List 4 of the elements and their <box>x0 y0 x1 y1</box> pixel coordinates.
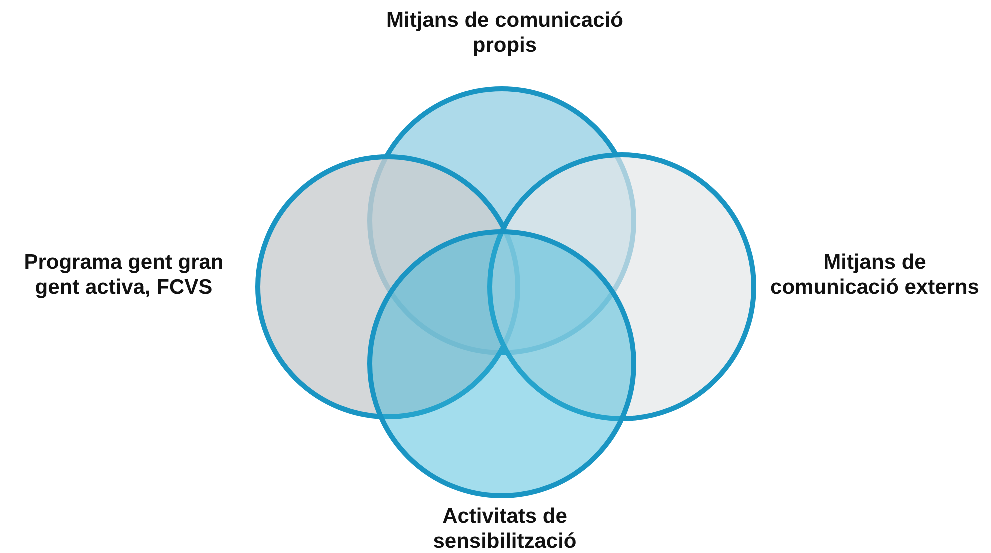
circle-label: Mitjans de comunicació propis <box>386 8 624 58</box>
circle-label: Mitjans de comunicació externs <box>770 250 980 300</box>
circle-label: Programa gent gran gent activa, FCVS <box>23 250 225 300</box>
circle-label: Activitats de sensibilització <box>432 504 578 553</box>
